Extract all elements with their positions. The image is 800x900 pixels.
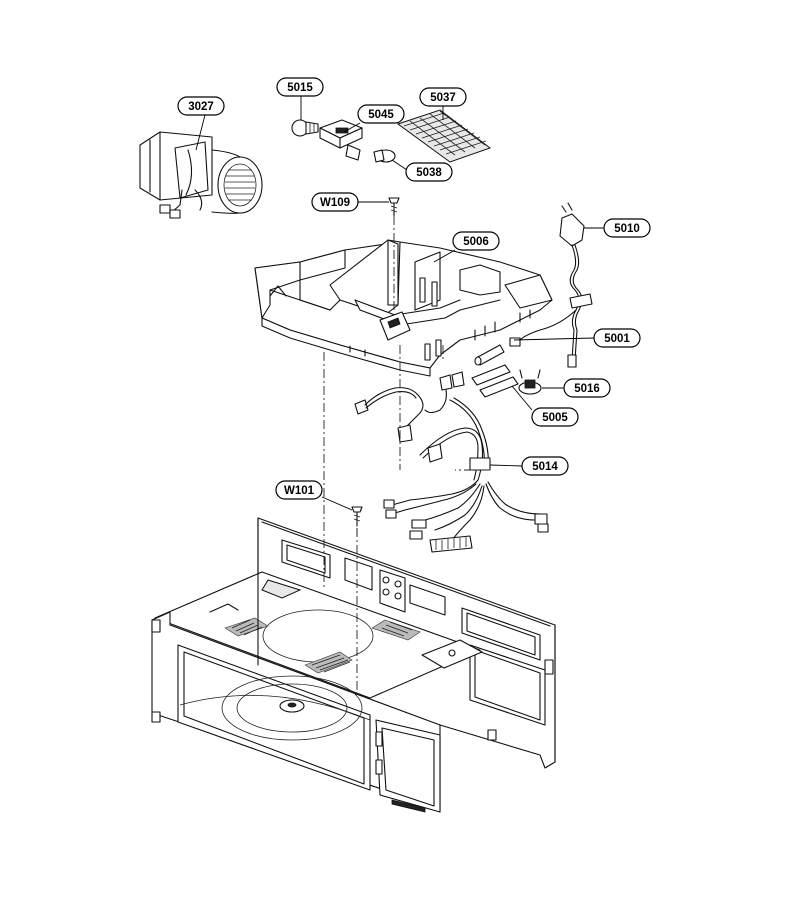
callout-label-5016: 5016 [574, 383, 600, 395]
callout-label-5045: 5045 [368, 109, 394, 121]
callout-label-W101: W101 [284, 485, 315, 497]
callout-5037: 5037 [419, 87, 467, 107]
assembly-guide-lines [323, 216, 490, 690]
fan-motor-part-3027 [139, 131, 263, 219]
callout-label-3027: 3027 [188, 101, 214, 113]
lamp-part-5015 [291, 119, 319, 137]
callout-label-5001: 5001 [604, 333, 630, 345]
oven-cavity-chassis [151, 517, 556, 813]
callout-label-5010: 5010 [614, 223, 640, 235]
callout-label-5038: 5038 [416, 167, 442, 179]
callout-5005: 5005 [531, 407, 579, 427]
screw-part-W101 [351, 506, 363, 527]
callout-5015: 5015 [276, 77, 324, 97]
callout-5038: 5038 [405, 162, 453, 182]
callout-W109: W109 [311, 192, 359, 212]
callout-5006: 5006 [452, 231, 500, 251]
screw-part-W109 [388, 197, 400, 217]
callout-5014: 5014 [521, 456, 569, 476]
callout-label-W109: W109 [320, 197, 350, 209]
callout-label-5005: 5005 [542, 412, 568, 424]
callouts: 3027 5015 5045 5037 5038 W109 [177, 77, 651, 511]
callout-label-5037: 5037 [430, 92, 456, 104]
fuse-holder-part-5005 [471, 364, 519, 398]
callout-label-5015: 5015 [287, 82, 313, 94]
charcoal-filter-part-5037 [396, 109, 492, 163]
power-cord-part-5010 [509, 202, 593, 368]
callout-W101: W101 [275, 480, 323, 500]
lamp-socket-part-5045 [319, 119, 363, 161]
thermal-cutout-part-5016 [518, 369, 542, 395]
wire-harness-part-5014 [354, 371, 549, 553]
callout-label-5006: 5006 [463, 236, 489, 248]
callout-label-5014: 5014 [532, 461, 558, 473]
callout-5016: 5016 [563, 378, 611, 398]
callout-5001: 5001 [593, 328, 641, 348]
callout-5045: 5045 [357, 104, 405, 124]
lamp-lens-part-5038 [373, 149, 396, 163]
fuse-part-5001 [474, 344, 505, 366]
callout-5010: 5010 [603, 218, 651, 238]
base-plate-part-5006 [254, 239, 553, 377]
callout-3027: 3027 [177, 96, 225, 116]
